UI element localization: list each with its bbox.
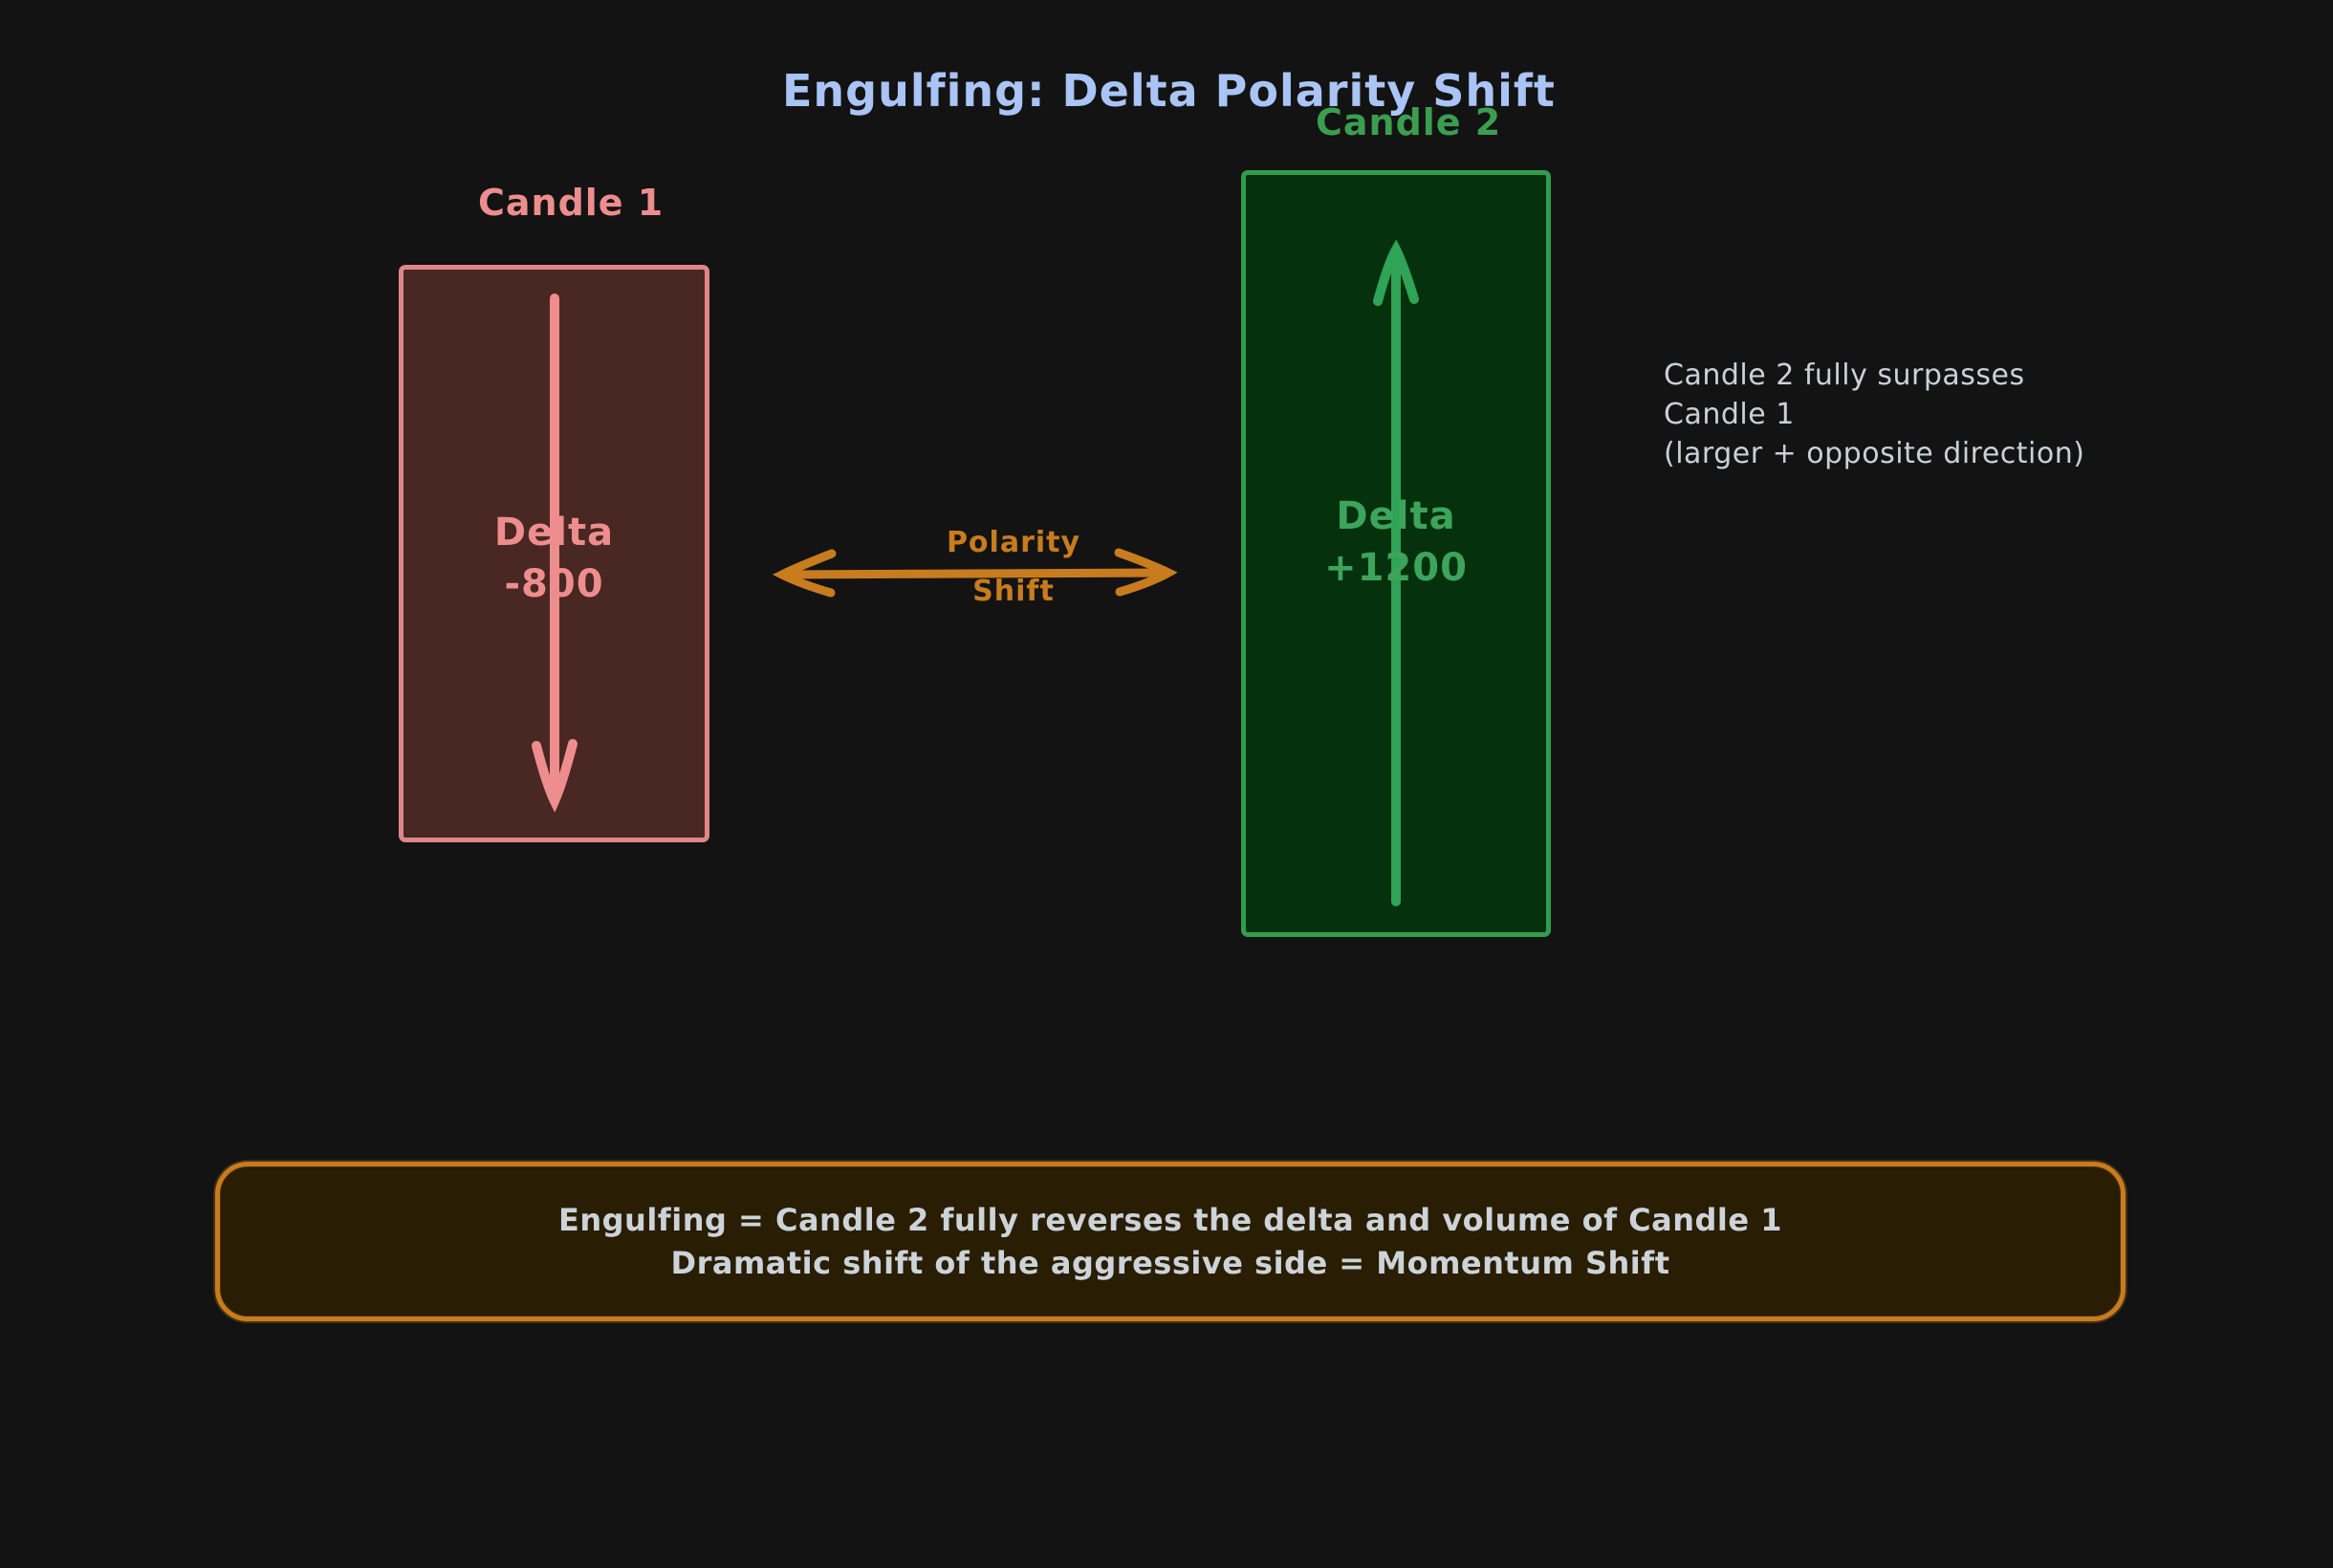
summary-callout-box: Engulfing = Candle 2 fully reverses the …	[215, 1162, 2126, 1321]
polarity-label-line2: Shift	[972, 575, 1055, 608]
candle2-box: Delta +1200	[1241, 170, 1551, 937]
candle1-delta-text: Delta -800	[403, 507, 705, 610]
callout-line1: Engulfing = Candle 2 fully reverses the …	[558, 1201, 1782, 1238]
polarity-shift-double-arrow-icon	[772, 548, 1178, 598]
annotation-line2: Candle 1	[1664, 398, 1795, 431]
diagram-title: Engulfing: Delta Polarity Shift	[782, 65, 1556, 117]
candle1-label: Candle 1	[478, 182, 665, 224]
candle2-delta-value: +1200	[1324, 546, 1468, 590]
up-arrow-icon	[1373, 239, 1419, 906]
candle2-delta-label: Delta	[1336, 494, 1456, 538]
down-arrow-icon	[532, 294, 578, 813]
candle1-delta-label: Delta	[493, 511, 615, 555]
callout-line2: Dramatic shift of the aggressive side = …	[670, 1244, 1670, 1281]
annotation-line1: Candle 2 fully surpasses	[1664, 359, 2025, 392]
candle1-delta-value: -800	[504, 562, 604, 606]
candle1-box: Delta -800	[399, 265, 709, 842]
annotation-text: Candle 2 fully surpasses Candle 1 (large…	[1664, 356, 2084, 473]
polarity-label-line1: Polarity	[946, 526, 1081, 559]
annotation-line3: (larger + opposite direction)	[1664, 437, 2085, 470]
candle2-label: Candle 2	[1316, 101, 1502, 143]
candle2-delta-text: Delta +1200	[1246, 490, 1546, 594]
